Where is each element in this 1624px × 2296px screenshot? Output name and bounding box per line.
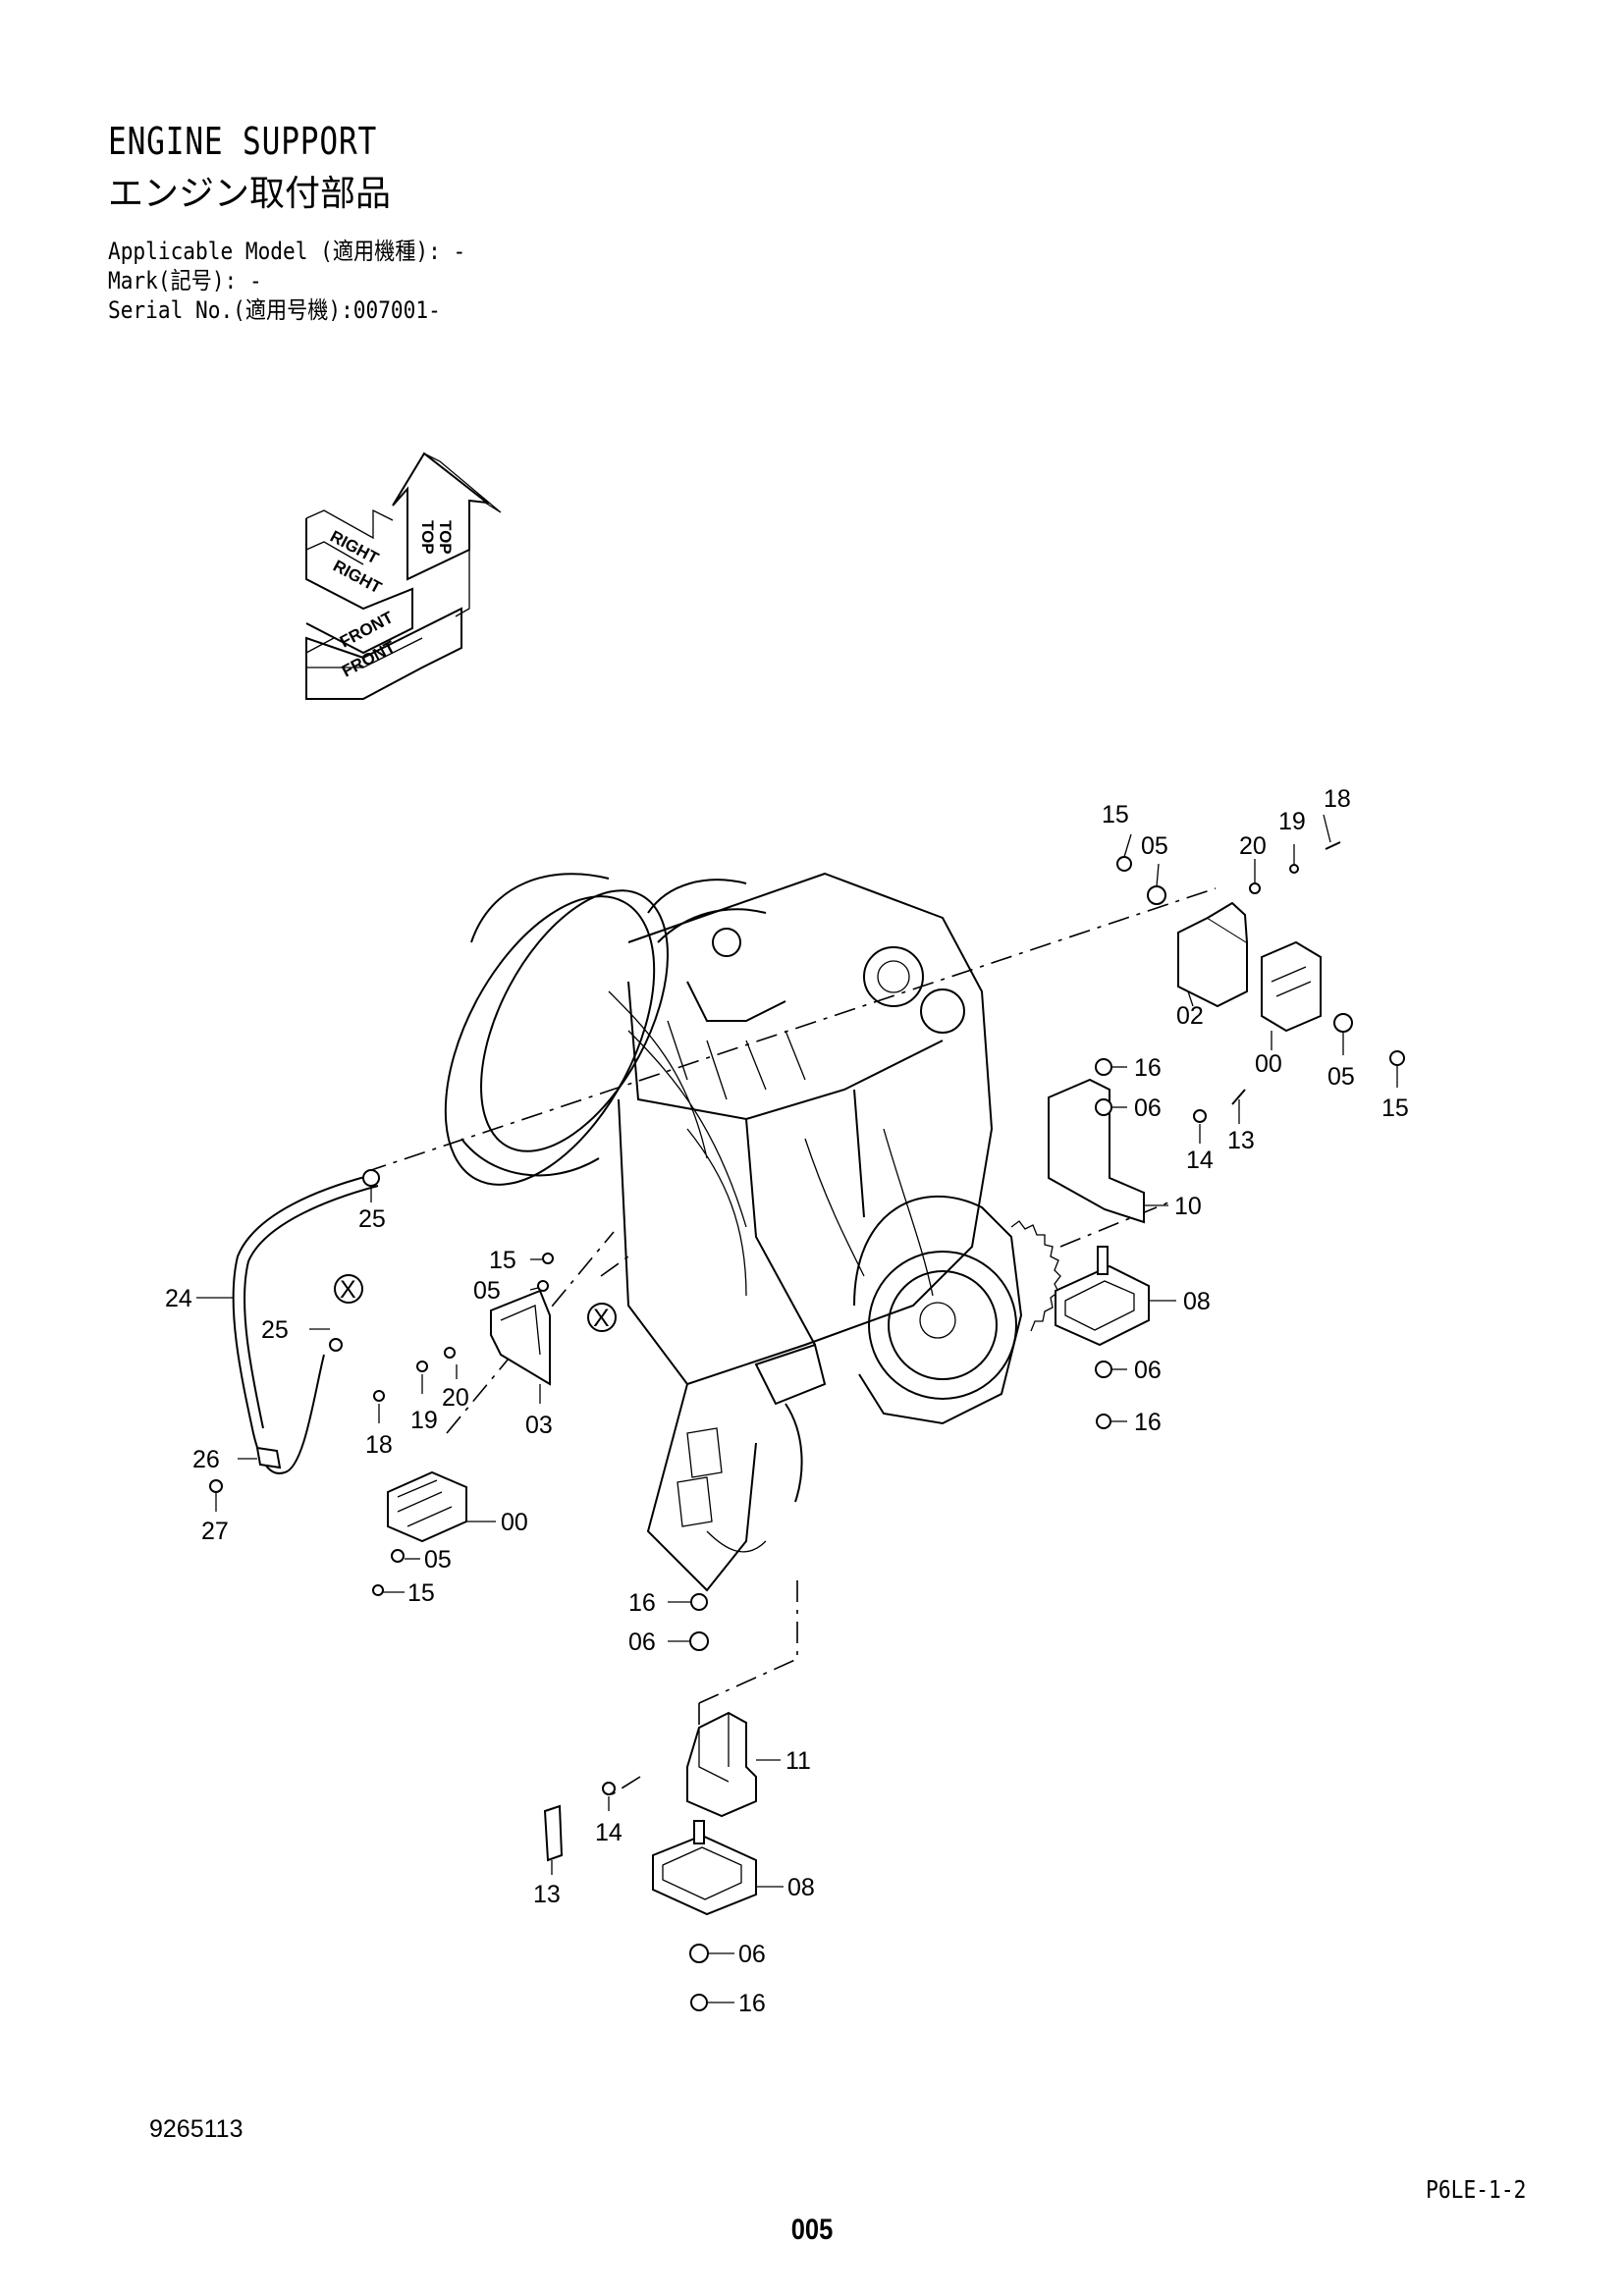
washer-06-lower-top — [689, 1631, 709, 1651]
clamp-25-mid — [329, 1338, 343, 1352]
washer-06-upper — [1095, 1098, 1112, 1116]
callout-13: 13 — [1227, 1127, 1255, 1154]
engine-assembly — [444, 872, 1061, 1592]
callout-24: 24 — [165, 1285, 192, 1312]
bolt-13-lower — [543, 1804, 564, 1862]
right-arrow-icon — [305, 518, 413, 655]
callout-06: 06 — [1134, 1357, 1162, 1384]
bolt-27 — [209, 1479, 223, 1493]
callout-15: 15 — [407, 1579, 435, 1607]
right-upper-support — [1116, 841, 1405, 1066]
callout-25: 25 — [261, 1316, 289, 1344]
nut-16-lower-top — [690, 1593, 708, 1611]
callout-05: 05 — [424, 1546, 452, 1574]
callout-03: 03 — [525, 1412, 553, 1439]
callout-26: 26 — [192, 1446, 220, 1473]
washer-05-lower-left — [391, 1549, 405, 1563]
top-label-mirror: TOP — [436, 520, 455, 555]
callout-leaders — [196, 814, 1398, 2003]
top-label: TOP — [418, 520, 437, 555]
nut-15-lower-left — [372, 1584, 384, 1596]
page-title: ENGINE SUPPORT — [108, 120, 378, 163]
callout-13: 13 — [533, 1881, 561, 1908]
callout-00: 00 — [1255, 1050, 1282, 1078]
page-title-japanese: エンジン取付部品 — [108, 174, 392, 214]
document-number: 9265113 — [149, 2115, 244, 2143]
bracket-03 — [490, 1289, 551, 1386]
callout-20: 20 — [1239, 832, 1267, 860]
callout-05: 05 — [1327, 1063, 1355, 1091]
callout-08: 08 — [1183, 1288, 1211, 1315]
callout-27: 27 — [201, 1518, 229, 1545]
bracket-10 — [1048, 1078, 1145, 1224]
nut-16-upper — [1095, 1058, 1112, 1076]
callout-08: 08 — [787, 1874, 815, 1901]
callout-00: 00 — [501, 1509, 528, 1536]
rubber-mount-08-lower — [652, 1834, 757, 1916]
callout-15: 15 — [1102, 801, 1129, 828]
washer-05-right — [1333, 1013, 1353, 1033]
washer-06-bottom — [689, 1944, 709, 1963]
top-arrow-icon — [392, 452, 491, 581]
nut-15-left — [542, 1253, 554, 1264]
orientation-indicator: TOP TOP RIGHT RIGHT FRONT FRONT — [305, 452, 502, 700]
reference-code: P6LE-1-2 — [1425, 2175, 1526, 2204]
nut-16-bottom — [690, 1994, 708, 2011]
callout-25: 25 — [358, 1205, 386, 1233]
callout-10: 10 — [1174, 1193, 1202, 1220]
callout-06: 06 — [628, 1629, 656, 1656]
rubber-mount-00-right — [1261, 940, 1322, 1033]
callout-06: 06 — [738, 1941, 766, 1968]
callout-02: 02 — [1176, 1002, 1204, 1030]
callout-16: 16 — [1134, 1054, 1162, 1082]
nut-15-right — [1389, 1050, 1405, 1066]
washer-05-top — [1147, 885, 1166, 905]
washer-06-lower — [1095, 1361, 1112, 1378]
nut-16-lower — [1096, 1414, 1111, 1429]
mark: Mark(記号): - — [108, 267, 262, 294]
nut-15-top — [1116, 856, 1132, 872]
connection-mark-x: X — [593, 1305, 610, 1332]
callout-18: 18 — [1324, 785, 1351, 813]
lower-support — [543, 1593, 757, 2011]
pipe-24 — [232, 1175, 369, 1474]
callout-19: 19 — [410, 1407, 438, 1434]
callout-14: 14 — [1186, 1147, 1214, 1174]
connection-mark-x: X — [340, 1276, 356, 1304]
washer-14-lower — [602, 1782, 616, 1795]
bracket-11 — [686, 1711, 757, 1818]
rubber-mount-00-left — [387, 1470, 467, 1543]
callout-16: 16 — [738, 1990, 766, 2017]
callout-labels: 15 05 20 19 18 02 00 05 15 16 06 13 14 1… — [165, 785, 1409, 2017]
rubber-mount-08-right — [1055, 1264, 1150, 1347]
callout-05: 05 — [1141, 832, 1168, 860]
callout-15: 15 — [489, 1247, 516, 1274]
right-middle-support — [1048, 1058, 1246, 1429]
page-number: 005 — [790, 2214, 834, 2246]
right-label-mirror: RIGHT — [330, 557, 385, 598]
callout-15: 15 — [1381, 1095, 1409, 1122]
clip-26 — [255, 1446, 282, 1469]
front-arrow-icon — [305, 607, 462, 700]
callout-06: 06 — [1134, 1095, 1162, 1122]
left-support — [209, 1169, 617, 1596]
callout-19: 19 — [1278, 808, 1306, 835]
callout-16: 16 — [1134, 1409, 1162, 1436]
callout-05: 05 — [473, 1277, 501, 1305]
callout-20: 20 — [442, 1384, 469, 1412]
callout-14: 14 — [595, 1819, 623, 1846]
callout-11: 11 — [785, 1747, 811, 1775]
washer-05-left — [537, 1280, 549, 1292]
serial-number: Serial No.(適用号機):007001- — [108, 296, 441, 324]
callout-18: 18 — [365, 1431, 393, 1459]
callout-16: 16 — [628, 1589, 656, 1617]
applicable-model: Applicable Model (適用機種): - — [108, 238, 466, 265]
clamp-25-top — [362, 1169, 380, 1187]
